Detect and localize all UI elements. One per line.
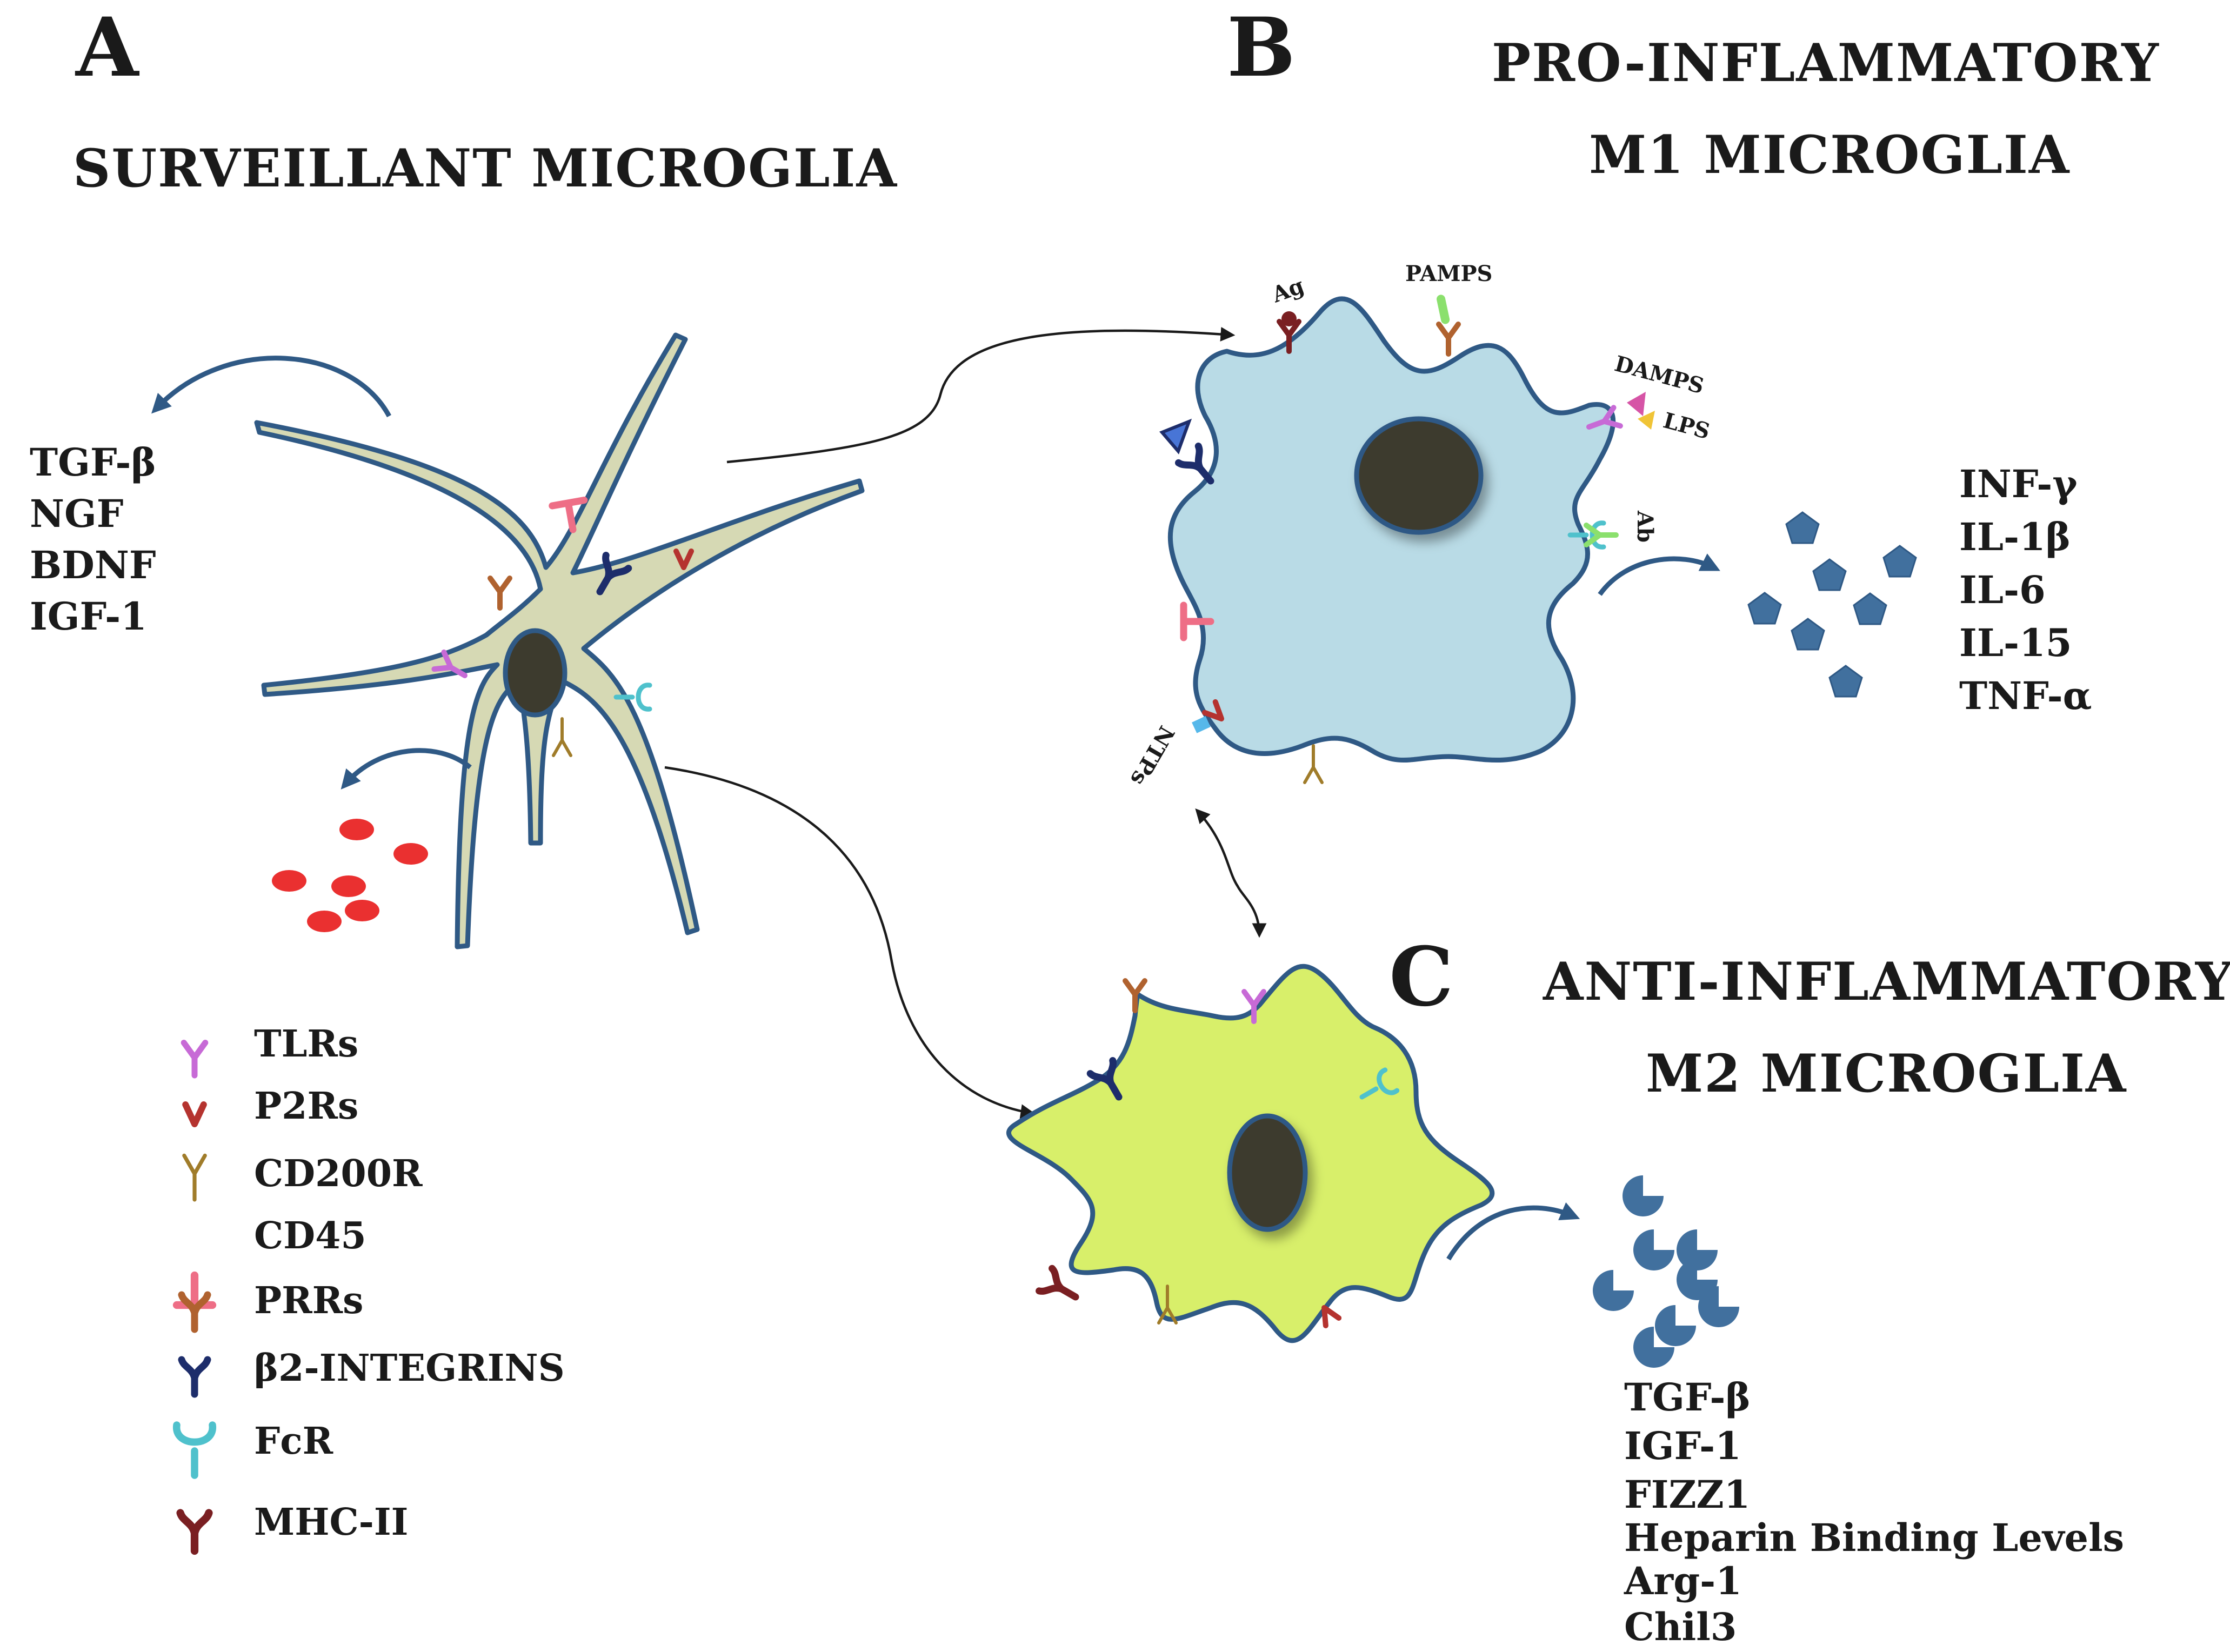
panel-a-secreted-list: TGF-β NGF BDNF IGF-1 (30, 440, 156, 639)
pamps-label: PAMPS (1405, 261, 1492, 286)
m1-secretion-arrow (1598, 553, 1720, 596)
panel-a-uptake-arrow (340, 748, 472, 790)
panel-a-secretion-arrow (151, 356, 391, 418)
arrow-to-m1 (726, 326, 1236, 464)
panel-b-title-line1: PRO-INFLAMMATORY (1492, 32, 2160, 93)
m2-secreted-particles (1593, 1175, 1739, 1368)
legend-item: β2-INTEGRINS (182, 1347, 565, 1394)
legend-item: MHC-II (181, 1501, 408, 1551)
panel-a-secreted-item: TGF-β (30, 440, 156, 485)
legend-label: PRRs (254, 1279, 363, 1322)
m2-secreted-item: IGF-1 (1624, 1423, 1741, 1468)
panel-b-title-line2: M1 MICROGLIA (1589, 124, 2070, 185)
m1-receptors (1159, 295, 1655, 782)
m1-secreted-item: TNF-α (1959, 673, 2092, 718)
m2-secreted-item: TGF-β (1624, 1375, 1751, 1420)
surveillant-microglia-cell (254, 332, 865, 949)
panel-a-letter: A (75, 0, 140, 95)
receptor-legend: TLRs P2Rs CD200R CD45 PRRs β2-INTEGRINS … (177, 1022, 565, 1551)
ntps-label: NTPs (1125, 721, 1179, 790)
m2-secreted-item: FIZZ1 (1624, 1472, 1750, 1517)
legend-label: FcR (254, 1420, 333, 1463)
m2-secreted-item: Heparin Binding Levels (1624, 1515, 2124, 1560)
panel-a-secreted-item: BDNF (30, 543, 156, 587)
panel-a-title: SURVEILLANT MICROGLIA (73, 138, 898, 199)
legend-item: FcR (177, 1420, 333, 1475)
m1-microglia-cell (1167, 296, 1616, 763)
ag-label: Ag (1268, 273, 1307, 308)
m1-secreted-list: INF-γ IL-1β IL-6 IL-15 TNF-α (1959, 462, 2092, 718)
m2-secreted-item: Chil3 (1624, 1604, 1737, 1649)
m2-microglia-cell (1006, 964, 1495, 1343)
ab-label: Ab (1632, 510, 1658, 543)
m1-secreted-item: IL-6 (1959, 567, 2046, 612)
panel-c-letter: C (1389, 929, 1453, 1025)
legend-label: MHC-II (254, 1501, 408, 1544)
m1-nucleus (1354, 416, 1484, 535)
red-particles (272, 819, 428, 932)
m1-cytokines (1747, 511, 1917, 698)
legend-item: TLRs (184, 1022, 358, 1075)
legend-label: CD45 (254, 1214, 366, 1258)
m1-secreted-item: INF-γ (1959, 462, 2078, 506)
m1-secreted-item: IL-15 (1959, 620, 2072, 665)
legend-item: P2Rs (185, 1085, 358, 1128)
legend-item: CD45 (177, 1214, 366, 1305)
panel-b-letter: B (1227, 0, 1296, 95)
arrow-m1-m2-bidirectional (1195, 808, 1267, 938)
legend-label: CD200R (254, 1152, 423, 1195)
m2-nucleus (1227, 1113, 1308, 1232)
panel-c-title-line2: M2 MICROGLIA (1646, 1043, 2127, 1104)
m1-secreted-item: IL-1β (1959, 514, 2071, 559)
surveillant-nucleus (503, 628, 567, 718)
lps-label: LPS (1660, 407, 1712, 444)
panel-c-title-line1: ANTI-INFLAMMATORY (1543, 951, 2230, 1012)
m2-secretion-arrow (1446, 1202, 1580, 1261)
m2-secreted-list: TGF-β IGF-1 FIZZ1 Heparin Binding Levels… (1624, 1375, 2124, 1649)
legend-item: CD200R (184, 1152, 423, 1200)
legend-label: β2-INTEGRINS (254, 1347, 565, 1390)
arrow-to-m2 (664, 766, 1036, 1119)
damps-label: DAMPS (1612, 351, 1706, 399)
legend-item: PRRs (182, 1279, 363, 1329)
m2-secreted-item: Arg-1 (1624, 1559, 1742, 1603)
panel-a-secreted-item: NGF (30, 491, 123, 536)
legend-label: P2Rs (254, 1085, 358, 1128)
legend-label: TLRs (254, 1022, 358, 1066)
panel-a-secreted-item: IGF-1 (30, 594, 147, 639)
